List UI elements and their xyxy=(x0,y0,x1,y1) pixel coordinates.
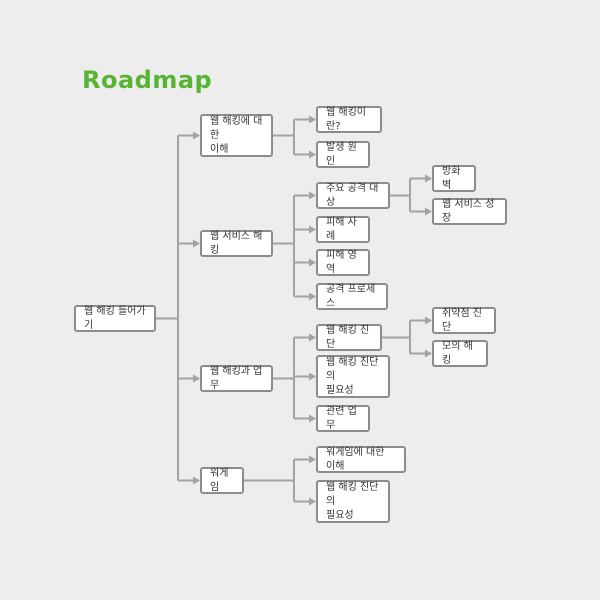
branch-3-arrowhead-1 xyxy=(309,372,316,381)
branch-4-arrowhead-0 xyxy=(309,455,316,464)
branch-node-3: 웹 해킹과 업무 xyxy=(200,365,273,392)
topic-node-3-1: 웹 해킹 진단 xyxy=(316,324,382,351)
branch-2-arrowhead-0 xyxy=(309,191,316,200)
topic-node-3-2: 웹 해킹 진단의 필요성 xyxy=(316,355,390,398)
topic-2-1-arrowhead-1 xyxy=(425,207,432,216)
branch-2-arrowhead-1 xyxy=(309,225,316,234)
branch-1-arrowhead-0 xyxy=(309,115,316,124)
topic-node-2-1: 주요 공격 대상 xyxy=(316,182,390,209)
topic-node-4-2: 웹 해킹 진단의 필요성 xyxy=(316,480,390,523)
branch-node-1: 웹 해킹에 대한 이해 xyxy=(200,114,273,157)
root-node: 웹 해킹 들어가기 xyxy=(74,305,156,332)
branch-3-arrowhead-0 xyxy=(309,333,316,342)
branch-2-arrowhead-2 xyxy=(309,258,316,267)
branch-2-arrowhead-3 xyxy=(309,292,316,301)
branch-3-arrowhead-2 xyxy=(309,414,316,423)
topic-2-1-arrowhead-0 xyxy=(425,174,432,183)
topic-node-1-2: 발생 원인 xyxy=(316,141,370,168)
branch-1-arrowhead-1 xyxy=(309,150,316,159)
subtopic-node-2-1-1: 방화벽 xyxy=(432,165,476,192)
subtopic-node-3-1-1: 취약점 진단 xyxy=(432,307,496,334)
branch-node-4: 워게임 xyxy=(200,467,244,494)
branch-4-arrowhead-1 xyxy=(309,497,316,506)
subtopic-node-2-1-2: 웹 서비스 성장 xyxy=(432,198,507,225)
branch-node-2: 웹 서비스 해킹 xyxy=(200,230,273,257)
root-arrowhead-0 xyxy=(193,131,200,140)
page-title: Roadmap xyxy=(82,66,213,94)
root-arrowhead-2 xyxy=(193,374,200,383)
root-arrowhead-3 xyxy=(193,476,200,485)
topic-node-3-3: 관련 업무 xyxy=(316,405,370,432)
subtopic-node-3-1-2: 모의 해킹 xyxy=(432,340,488,367)
topic-3-1-arrowhead-0 xyxy=(425,316,432,325)
topic-node-2-4: 공격 프로세스 xyxy=(316,283,388,310)
topic-node-4-1: 워게임에 대한 이해 xyxy=(316,446,406,473)
topic-node-1-1: 웹 해킹이란? xyxy=(316,106,382,133)
topic-3-1-arrowhead-1 xyxy=(425,349,432,358)
topic-node-2-3: 피해 영역 xyxy=(316,249,370,276)
topic-node-2-2: 피해 사례 xyxy=(316,216,370,243)
root-arrowhead-1 xyxy=(193,239,200,248)
